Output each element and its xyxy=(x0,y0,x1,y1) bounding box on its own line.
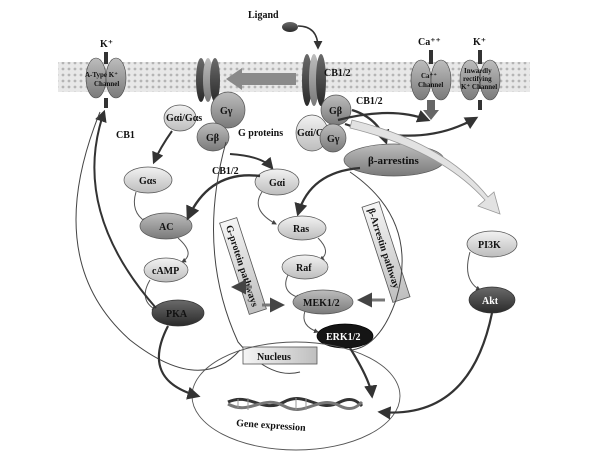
ca-channel xyxy=(410,50,452,120)
ca-ion: Ca⁺⁺ xyxy=(418,37,441,48)
inward-label-2: rectifying xyxy=(463,75,492,83)
arrow-pka-nucleus xyxy=(157,325,201,400)
arrow-pi3k-akt xyxy=(467,251,481,291)
ca-label-2: Channel xyxy=(418,81,443,89)
arrow-gai-ras xyxy=(257,191,277,225)
loop-mid xyxy=(213,141,301,374)
loop-barr xyxy=(349,171,403,351)
receptor-left xyxy=(196,58,220,102)
ligand-shape xyxy=(282,22,298,32)
arrow-pka-channel xyxy=(93,109,157,309)
nucleus-label: Nucleus xyxy=(257,352,291,363)
box-b-arrestin-pathway: β-Arrestin pathway xyxy=(361,201,411,303)
g-gamma-right-label: Gγ xyxy=(327,134,340,145)
camp-label: cAMP xyxy=(152,266,179,277)
g-gamma-left xyxy=(210,91,246,129)
g-gamma-left-label: Gγ xyxy=(220,106,233,117)
node-ras xyxy=(277,215,327,241)
akt-label: Akt xyxy=(482,296,499,307)
inhibit-gai-ac xyxy=(186,174,261,221)
node-galpha-i xyxy=(254,168,300,196)
erk-label: ERK1/2 xyxy=(326,332,360,343)
arrow-ras-raf xyxy=(317,237,326,261)
arrow-gas-ac xyxy=(133,191,147,223)
arrow-ac-camp xyxy=(177,237,189,263)
cb1-label: CB1 xyxy=(116,130,135,141)
ligand-label: Ligand xyxy=(248,10,279,21)
beta-arrestins-label: β-arrestins xyxy=(368,155,420,167)
node-ac xyxy=(139,212,193,240)
gene-expression-label: Gene expression xyxy=(236,418,307,434)
node-pi3k xyxy=(466,230,518,258)
node-raf xyxy=(281,254,329,280)
arrow-to-gai xyxy=(229,153,274,170)
arrow-to-ca xyxy=(337,110,431,123)
a-type-k-channel xyxy=(85,52,127,108)
node-pka xyxy=(151,299,205,327)
gai-label: Gαi xyxy=(269,178,285,189)
g-gamma-right xyxy=(319,123,347,153)
activation-arrow xyxy=(226,68,296,90)
a-type-label-1: A-Type K⁺ xyxy=(85,71,118,79)
g-beta-left-label: Gβ xyxy=(206,133,219,144)
a-type-ion: K⁺ xyxy=(100,39,113,50)
ca-label-1: Ca⁺⁺ xyxy=(421,72,437,80)
ac-label: AC xyxy=(159,222,173,233)
a-type-label-2: Channel xyxy=(94,80,119,88)
g-beta-right-label: Gβ xyxy=(329,106,342,117)
dna-helix xyxy=(227,397,364,411)
receptor-label-right: CB1/2 xyxy=(356,96,383,107)
g-alpha-right-label: Gαi/Gαs xyxy=(297,128,333,139)
mek-label: MEK1/2 xyxy=(303,298,340,309)
node-camp xyxy=(143,257,189,283)
raf-label: Raf xyxy=(296,263,312,274)
inward-label-1: Inwardly xyxy=(464,67,492,75)
arrow-alpha-to-gas xyxy=(152,130,173,165)
g-alpha-left xyxy=(163,104,197,132)
cb12-mid-label: CB1/2 xyxy=(212,166,239,177)
ligand-arrow xyxy=(297,25,323,50)
inward-k-channel xyxy=(459,50,501,110)
g-alpha-left-label: Gαi/Gαs xyxy=(166,113,202,124)
box-g-protein-pathways: G-protein pathways xyxy=(219,217,267,315)
arrow-to-pi3k xyxy=(349,119,501,215)
arrow-mek-erk xyxy=(303,310,319,334)
g-proteins-label: G proteins xyxy=(238,128,283,139)
arrow-erk-nucleus xyxy=(349,347,378,399)
node-mek xyxy=(292,289,354,315)
pi3k-label: PI3K xyxy=(478,240,501,251)
receptor-label-top: CB1/2 xyxy=(324,68,351,79)
receptor-right xyxy=(302,54,326,106)
pka-label: PKA xyxy=(166,309,188,320)
gas-label: Gαs xyxy=(139,176,156,187)
nucleus-box xyxy=(242,346,318,365)
ras-label: Ras xyxy=(293,224,309,235)
node-galpha-s xyxy=(123,166,173,194)
arrow-barr-ras xyxy=(294,166,361,217)
arrow-akt-nucleus xyxy=(377,312,494,420)
inward-ion: K⁺ xyxy=(473,37,486,48)
inward-label-3: K⁺ Channel xyxy=(461,83,497,91)
g-beta-left xyxy=(196,122,230,152)
